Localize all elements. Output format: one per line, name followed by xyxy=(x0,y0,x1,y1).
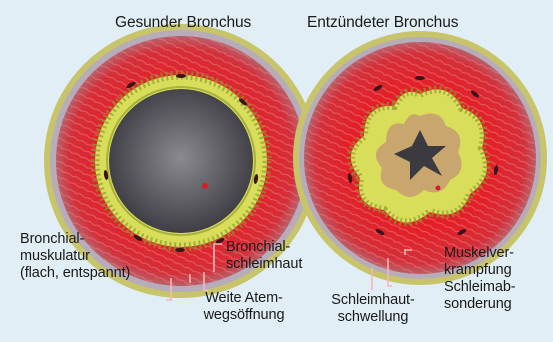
label-bronchial-muscle-flat: Bronchial- muskulatur (flach, entspannt) xyxy=(20,231,130,282)
label-muscle-cramp: Muskelver- krampfung xyxy=(444,245,514,279)
label-wide-airway: Weite Atem- wegsöffnung xyxy=(180,290,308,324)
healthy-airway-lumen xyxy=(109,89,253,233)
label-mucosa-swelling: Schleimhaut- schwellung xyxy=(318,292,428,326)
label-bronchial-mucosa: Bronchial- schleimhaut xyxy=(226,239,302,273)
label-mucus-secretion: Schleimab- sonderung xyxy=(444,279,516,313)
title-healthy-bronchus: Gesunder Bronchus xyxy=(115,14,251,32)
title-inflamed-bronchus: Entzündeter Bronchus xyxy=(307,14,458,32)
